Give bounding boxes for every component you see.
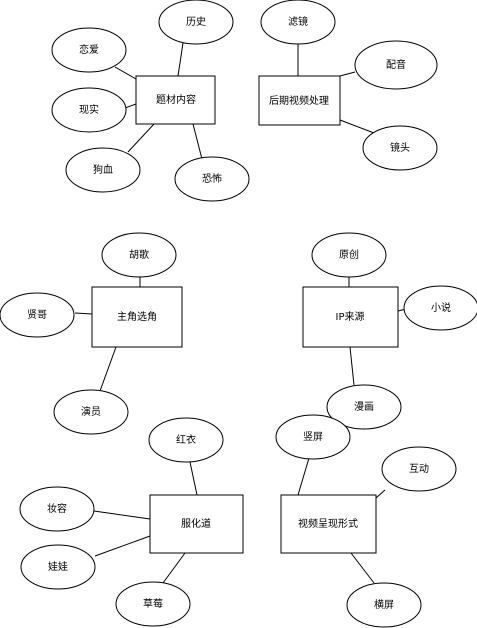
romance-label: 恋爱 <box>79 43 99 56</box>
comic-node <box>326 384 402 430</box>
xian-ge-label: 贤哥 <box>27 309 47 321</box>
post-label: 后期视频处理 <box>269 94 329 107</box>
cast-group: 主角选角 胡歌 贤哥 演员 <box>0 232 183 435</box>
connector <box>127 123 155 153</box>
ip-group: IP来源 原创 小说 漫画 <box>302 232 477 430</box>
topic-box <box>135 75 216 125</box>
original-node <box>311 232 387 278</box>
history-label: 历史 <box>186 16 206 28</box>
novel-label: 小说 <box>431 301 451 314</box>
doll-label: 娃娃 <box>48 560 68 573</box>
interactive-label: 互动 <box>409 463 429 475</box>
connector <box>297 457 310 496</box>
camera-node <box>362 125 438 171</box>
red-dress-label: 红衣 <box>176 433 196 446</box>
connector <box>124 103 137 109</box>
connector <box>339 119 375 134</box>
connector <box>99 346 117 392</box>
connector <box>74 312 93 315</box>
costume-label: 服化道 <box>181 517 211 530</box>
dubbing-label: 配音 <box>386 58 406 71</box>
reality-node <box>51 87 127 133</box>
post-box <box>258 75 341 126</box>
hu-ge-node <box>101 232 177 278</box>
reality-label: 现实 <box>79 103 99 116</box>
topic-group: 题材内容 历史 恋爱 现实 狗血 恐怖 <box>51 0 250 202</box>
connector <box>375 489 386 499</box>
doll-node <box>20 544 96 590</box>
connector <box>93 510 151 520</box>
horizontal-label: 横屏 <box>374 598 394 611</box>
actor-node <box>53 389 129 435</box>
vertical-node <box>275 414 351 460</box>
connector <box>350 552 375 584</box>
connector <box>114 66 137 80</box>
costume-box <box>149 494 244 554</box>
topic-label: 题材内容 <box>156 93 196 106</box>
format-label: 视频呈现形式 <box>298 517 358 530</box>
connector <box>177 42 184 77</box>
comic-label: 漫画 <box>354 401 374 413</box>
hu-ge-label: 胡歌 <box>129 248 149 261</box>
horizontal-node <box>346 582 422 628</box>
horror-node <box>174 156 250 202</box>
connector <box>162 552 186 584</box>
cast-box <box>91 286 183 348</box>
strawberry-label: 草莓 <box>143 598 163 610</box>
filter-node <box>260 0 336 45</box>
interactive-node <box>381 446 457 492</box>
horror-label: 恐怖 <box>202 172 222 185</box>
romance-node <box>51 27 127 73</box>
connector <box>94 535 151 557</box>
camera-label: 镜头 <box>390 141 410 154</box>
ip-box <box>302 286 399 348</box>
red-dress-node <box>148 417 224 463</box>
format-group: 视频呈现形式 竖屏 互动 横屏 <box>275 414 457 628</box>
filter-label: 滤镜 <box>288 15 308 28</box>
ip-label: IP来源 <box>336 310 365 323</box>
strawberry-node <box>115 581 191 627</box>
post-group: 后期视频处理 滤镜 配音 镜头 <box>258 0 438 171</box>
format-box <box>280 494 377 554</box>
vertical-label: 竖屏 <box>303 431 323 443</box>
dubbing-node <box>354 40 438 90</box>
connector <box>349 346 355 386</box>
cast-label: 主角选角 <box>117 310 157 323</box>
makeup-node <box>19 486 95 532</box>
connector <box>192 123 204 164</box>
connector <box>189 461 198 496</box>
actor-label: 演员 <box>81 405 101 418</box>
melodrama-node <box>65 147 141 193</box>
costume-group: 服化道 红衣 妆容 娃娃 草莓 <box>19 417 244 627</box>
melodrama-label: 狗血 <box>93 163 113 176</box>
connector <box>339 71 356 77</box>
xian-ge-node <box>0 292 75 338</box>
history-node <box>158 0 234 45</box>
makeup-label: 妆容 <box>47 502 67 515</box>
original-label: 原创 <box>339 248 359 261</box>
novel-node <box>403 285 477 331</box>
